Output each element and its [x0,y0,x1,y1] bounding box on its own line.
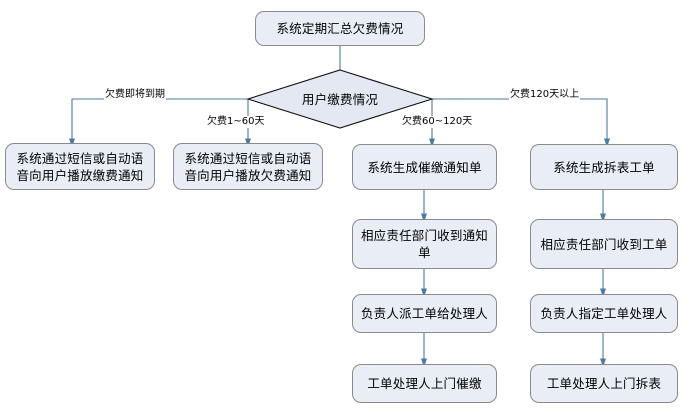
node-c3-r3[interactable]: 负责人派工单给处理人 [352,294,497,333]
edge-label-60-120: 欠费60~120天 [401,116,474,128]
node-c4-r1[interactable]: 系统生成拆表工单 [530,144,678,190]
node-c4-r3-label: 负责人指定工单处理人 [540,306,668,321]
node-c4-r2-label: 相应责任部门收到工单 [540,236,668,252]
node-c4-r1-label: 系统生成拆表工单 [553,159,655,175]
node-c3-r3-label: 负责人派工单给处理人 [360,306,488,321]
node-c1-r1-label: 系统通过短信或自动语音向用户播放缴费通知 [16,150,144,183]
node-c3-r2[interactable]: 相应责任部门收到通知单 [352,219,497,269]
edge-label-expiring: 欠费即将到期 [104,89,166,101]
edge-decision-to-c4 [432,98,607,143]
node-c4-r4[interactable]: 工单处理人上门拆表 [530,364,678,403]
node-start-label: 系统定期汇总欠费情况 [276,21,404,36]
node-start[interactable]: 系统定期汇总欠费情况 [255,11,425,46]
edge-decision-to-c1 [72,98,248,143]
node-c2-r1[interactable]: 系统通过短信或自动语音向用户播放欠费通知 [173,143,323,190]
node-decision-label: 用户缴费情况 [301,91,379,107]
decision-diamond-shape [246,69,434,129]
node-c3-r1[interactable]: 系统生成催缴通知单 [352,144,497,190]
node-c3-r2-label: 相应责任部门收到通知单 [360,228,488,260]
node-c4-r3[interactable]: 负责人指定工单处理人 [530,294,678,333]
node-c4-r4-label: 工单处理人上门拆表 [546,376,662,391]
edge-label-over-120: 欠费120天以上 [509,89,581,101]
node-c1-r1[interactable]: 系统通过短信或自动语音向用户播放缴费通知 [5,143,155,190]
node-c3-r4-label: 工单处理人上门催缴 [367,376,482,391]
node-decision[interactable]: 用户缴费情况 [248,82,432,116]
node-c4-r2[interactable]: 相应责任部门收到工单 [530,219,678,269]
node-c2-r1-label: 系统通过短信或自动语音向用户播放欠费通知 [184,150,312,183]
node-c3-r4[interactable]: 工单处理人上门催缴 [352,364,497,403]
edge-label-1-60: 欠费1~60天 [206,116,266,128]
node-c3-r1-label: 系统生成催缴通知单 [367,159,482,175]
